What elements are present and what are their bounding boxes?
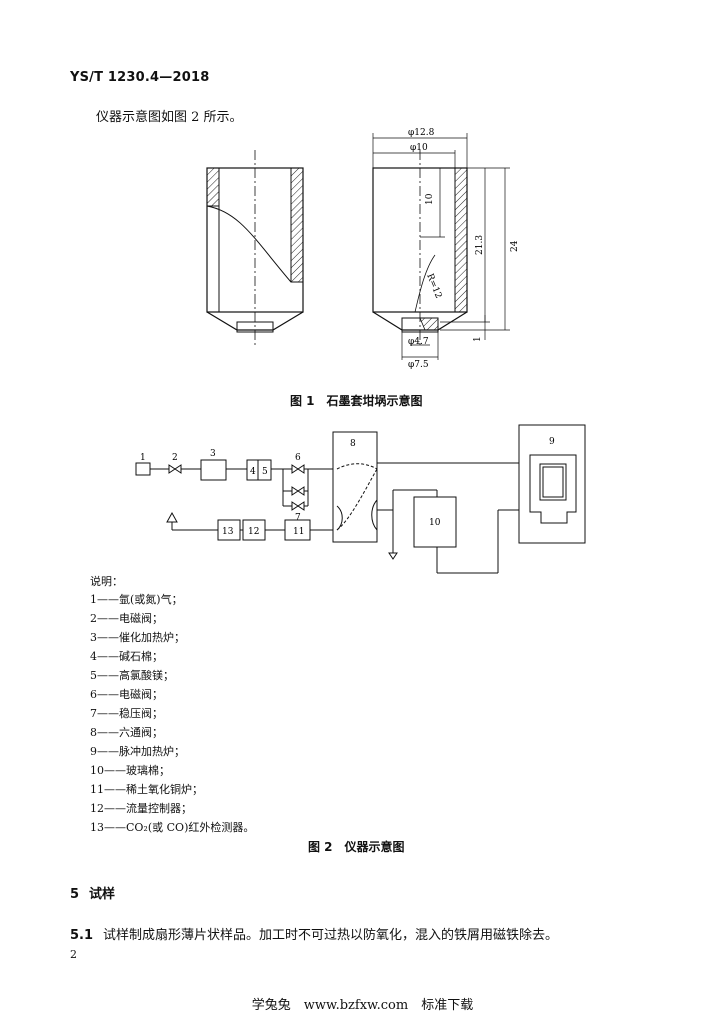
intro-text: 仪器示意图如图 2 所示。 — [96, 110, 243, 125]
dim-outer-dia: φ12.8 — [408, 128, 435, 138]
legend-item: 1——氩(或氮)气； — [90, 593, 183, 606]
legend-list: 1——氩(或氮)气； 2——电磁阀； 3——催化加热炉； 4——碱石棉； 5——… — [90, 590, 254, 837]
diagram-label-13: 13 — [222, 527, 234, 537]
dim-depth: 10 — [425, 193, 435, 205]
diagram-label-8: 8 — [350, 439, 356, 449]
dim-radius: R=12 — [424, 272, 443, 300]
section-number: 5 — [70, 887, 80, 902]
standard-code: YS/T 1230.4—2018 — [70, 70, 210, 85]
diagram-label-5: 5 — [262, 467, 268, 477]
clause-text: 试样制成扇形薄片状样品。加工时不可过热以防氧化，混入的铁屑用磁铁除去。 — [103, 928, 559, 943]
diagram-label-10: 10 — [429, 518, 441, 528]
diagram-label-6: 6 — [295, 453, 301, 463]
footer-watermark: 学兔兔 www.bzfxw.com 标准下载 — [251, 998, 474, 1013]
diagram-label-1: 1 — [140, 453, 146, 463]
legend-item: 13——CO₂(或 CO)红外检测器。 — [90, 821, 255, 834]
legend-item: 9——脉冲加热炉； — [90, 745, 185, 758]
instrument-diagram — [135, 424, 586, 574]
dim-bottom-step: 1 — [473, 336, 483, 342]
dim-base-dia: φ7.5 — [408, 360, 429, 370]
diagram-label-7: 7 — [295, 513, 301, 523]
crucible-section — [372, 133, 510, 360]
section-heading: 5 试样 — [70, 883, 115, 902]
legend-item: 4——碱石棉； — [90, 650, 163, 663]
figure-2-caption: 图 2 仪器示意图 — [308, 840, 405, 854]
legend-item: 12——流量控制器； — [90, 802, 192, 815]
legend-title: 说明： — [90, 575, 123, 588]
figure-1-caption: 图 1 石墨套坩埚示意图 — [290, 394, 423, 408]
diagram-label-12: 12 — [248, 527, 259, 537]
diagram-label-2: 2 — [172, 453, 178, 463]
legend-item: 11——稀土氧化铜炉； — [90, 783, 203, 796]
legend-item: 6——电磁阀； — [90, 688, 163, 701]
clause-number: 5.1 — [70, 928, 94, 943]
diagram-label-11: 11 — [293, 527, 304, 537]
legend-item: 10——玻璃棉； — [90, 764, 170, 777]
legend-item: 3——催化加热炉； — [90, 631, 185, 644]
legend-item: 5——高氯酸镁； — [90, 669, 174, 682]
dim-hole-dia: φ4.7 — [408, 337, 429, 347]
crucible-cutaway — [206, 150, 304, 345]
diagram-label-9: 9 — [549, 437, 555, 447]
clause-5-1: 5.1 试样制成扇形薄片状样品。加工时不可过热以防氧化，混入的铁屑用磁铁除去。 — [70, 924, 558, 943]
section-title: 试样 — [89, 887, 116, 902]
dim-inner-dia: φ10 — [410, 143, 428, 153]
legend-item: 2——电磁阀； — [90, 612, 163, 625]
diagram-label-4: 4 — [250, 467, 256, 477]
dim-total-height: 24 — [510, 240, 520, 252]
legend-item: 8——六通阀； — [90, 726, 163, 739]
diagram-label-3: 3 — [210, 449, 216, 459]
legend-item: 7——稳压阀； — [90, 707, 163, 720]
dim-inner-height: 21.3 — [475, 235, 485, 255]
page-number: 2 — [70, 948, 77, 961]
